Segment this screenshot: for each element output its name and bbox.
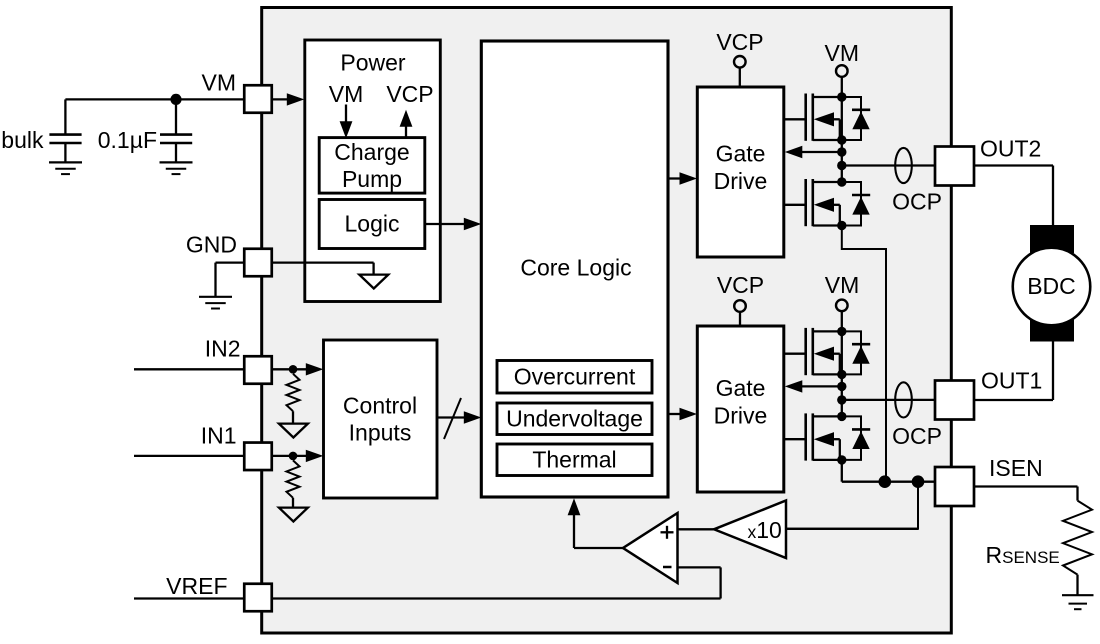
svg-text:0.1µF: 0.1µF xyxy=(98,127,157,153)
svg-text:ISEN: ISEN xyxy=(989,455,1043,481)
svg-text:Overcurrent: Overcurrent xyxy=(514,363,636,389)
svg-text:VCP: VCP xyxy=(716,29,763,55)
svg-text:VM: VM xyxy=(202,70,237,96)
svg-text:Gate: Gate xyxy=(716,375,766,401)
svg-text:bulk: bulk xyxy=(1,127,44,153)
svg-text:Drive: Drive xyxy=(714,168,768,194)
svg-text:GND: GND xyxy=(186,232,237,258)
svg-text:OUT1: OUT1 xyxy=(981,367,1042,393)
svg-text:OUT2: OUT2 xyxy=(980,135,1041,161)
svg-text:BDC: BDC xyxy=(1027,273,1076,299)
svg-text:VREF: VREF xyxy=(166,573,227,599)
svg-text:x10: x10 xyxy=(748,517,782,543)
svg-text:VM: VM xyxy=(329,81,364,107)
svg-text:Logic: Logic xyxy=(345,211,400,237)
svg-text:Gate: Gate xyxy=(716,141,766,167)
svg-text:Charge: Charge xyxy=(334,139,409,165)
svg-text:Power: Power xyxy=(340,49,406,75)
svg-text:OCP: OCP xyxy=(892,189,942,215)
svg-text:IN2: IN2 xyxy=(205,335,241,361)
svg-text:VCP: VCP xyxy=(386,81,433,107)
svg-text:Thermal: Thermal xyxy=(532,446,616,472)
svg-text:Pump: Pump xyxy=(342,166,402,192)
svg-text:IN1: IN1 xyxy=(201,422,237,448)
svg-text:Core Logic: Core Logic xyxy=(520,254,631,280)
svg-text:Control: Control xyxy=(343,392,417,418)
svg-text:Inputs: Inputs xyxy=(349,419,412,445)
svg-text:Drive: Drive xyxy=(714,403,768,429)
svg-text:VCP: VCP xyxy=(717,272,764,298)
svg-text:VM: VM xyxy=(825,40,860,66)
svg-text:VM: VM xyxy=(825,272,860,298)
svg-text:Undervoltage: Undervoltage xyxy=(506,405,643,431)
